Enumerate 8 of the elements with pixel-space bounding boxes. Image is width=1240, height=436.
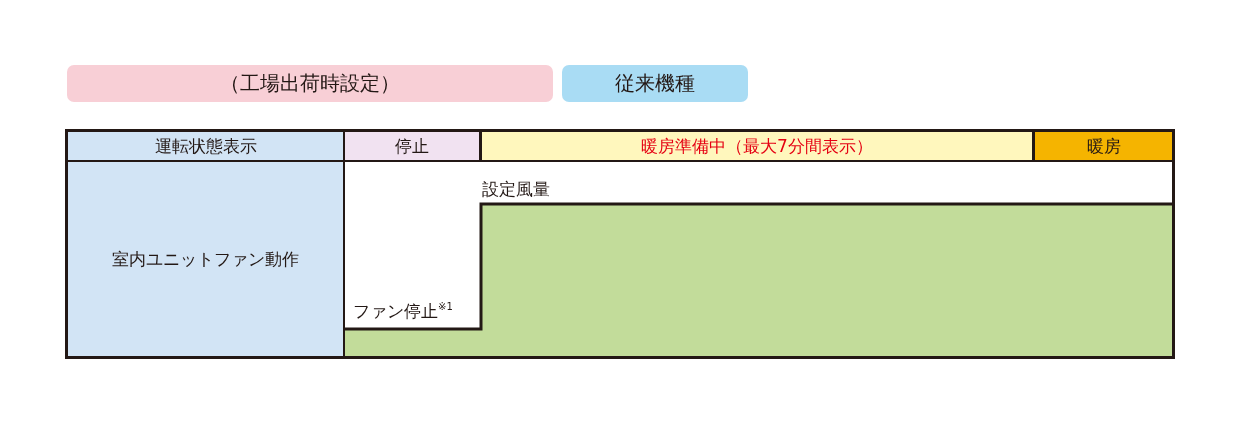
column-header-cell: 運転状態表示 — [68, 132, 343, 160]
status-header-cell: 暖房 — [1035, 132, 1172, 160]
category-tag: （工場出荷時設定） — [67, 65, 553, 102]
level-label: 設定風量 — [482, 179, 550, 199]
category-tag: 従来機種 — [562, 65, 748, 102]
row-header-cell: 室内ユニットファン動作 — [68, 162, 343, 356]
status-header-cell: 暖房準備中（最大7分間表示） — [482, 132, 1032, 160]
status-header-cell: 停止 — [345, 132, 479, 160]
